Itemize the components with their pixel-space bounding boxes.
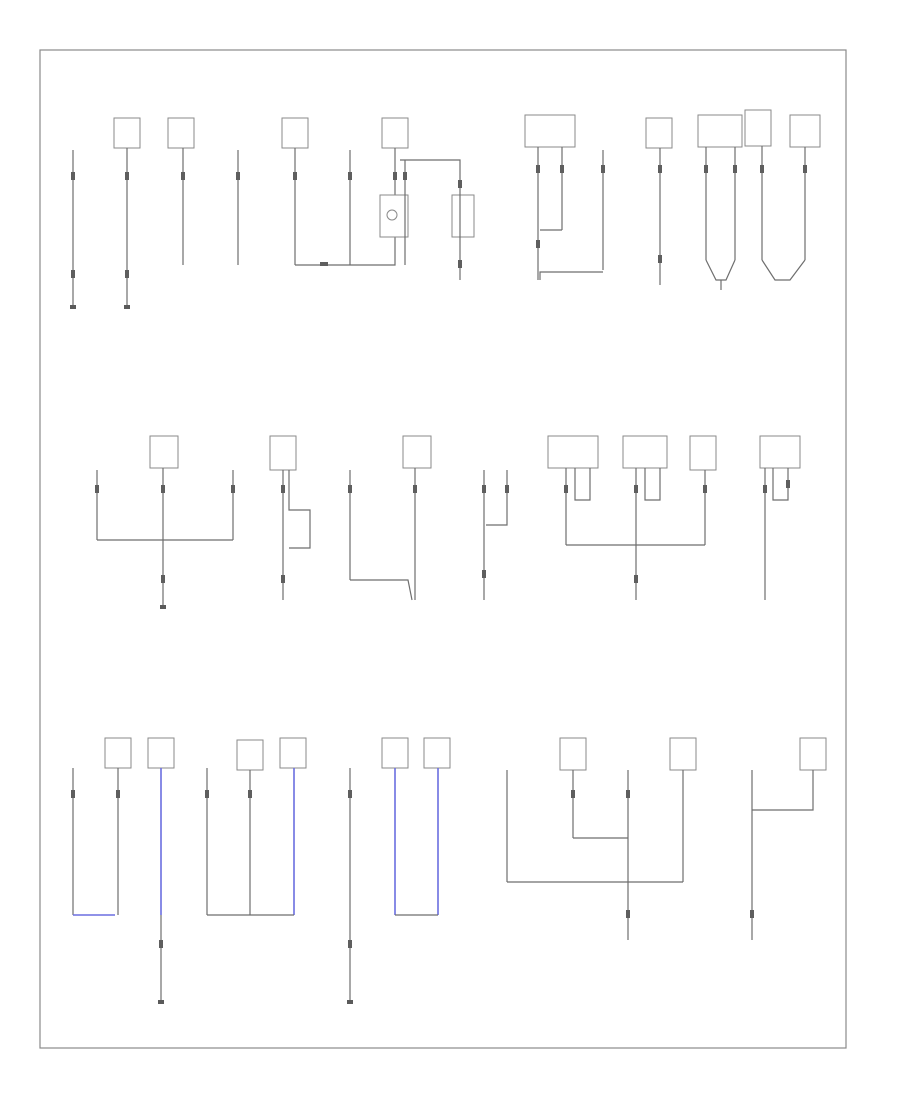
circuit-group-a (95, 435, 235, 609)
component-box (524, 114, 576, 148)
circuit-5-6-7 (281, 117, 409, 266)
component-box (799, 737, 827, 771)
component-box (381, 117, 409, 149)
component-box (669, 737, 697, 771)
component-box (279, 737, 307, 769)
component-box (281, 117, 309, 149)
component-box (149, 435, 179, 469)
circuit-group-e (547, 435, 717, 600)
connector-group-6 (750, 737, 827, 940)
ground-point (160, 605, 166, 609)
circuit-4 (236, 150, 240, 265)
relay-block (379, 159, 475, 280)
ground-point (124, 305, 130, 309)
circuit-group-b (269, 435, 311, 600)
circuit-2 (113, 117, 141, 309)
component-box (167, 117, 195, 149)
component-box (269, 435, 297, 471)
component-box (789, 114, 821, 148)
component-box (547, 435, 599, 469)
connector-group-5 (506, 737, 697, 940)
circuit-8-9 (524, 114, 605, 280)
component-box (645, 117, 673, 149)
circuit-11 (697, 114, 743, 290)
component-box (236, 739, 264, 771)
ground-point (158, 1000, 164, 1004)
component-box (423, 737, 451, 769)
ground-point (70, 305, 76, 309)
ground-point (347, 1000, 353, 1004)
circuit-group-f (759, 435, 801, 600)
circuit-3 (167, 117, 195, 265)
row-3-circuits (71, 737, 827, 1004)
component-box (622, 435, 668, 469)
component-box (147, 737, 175, 769)
circuit-group-d (482, 470, 509, 600)
diagram-frame (39, 49, 847, 1049)
circuit-12-13 (744, 109, 821, 281)
circuit-10 (645, 117, 673, 285)
component-box (744, 109, 772, 147)
row-2-circuits (95, 435, 801, 609)
component-box (402, 435, 432, 469)
connector-pair-1 (71, 737, 132, 916)
row-1-circuits (70, 109, 821, 309)
component-box (104, 737, 132, 769)
component-box (381, 737, 409, 769)
circuit-group-c (348, 435, 432, 601)
component-box (113, 117, 141, 149)
connector-group-3 (205, 737, 307, 916)
component-box (559, 737, 587, 771)
connector-group-4 (347, 737, 451, 1004)
component-box (697, 114, 743, 148)
relay-box-2 (451, 194, 475, 238)
circuit-1 (70, 150, 76, 309)
component-box (759, 435, 801, 469)
component-box (689, 435, 717, 471)
connector-2 (147, 737, 175, 1004)
